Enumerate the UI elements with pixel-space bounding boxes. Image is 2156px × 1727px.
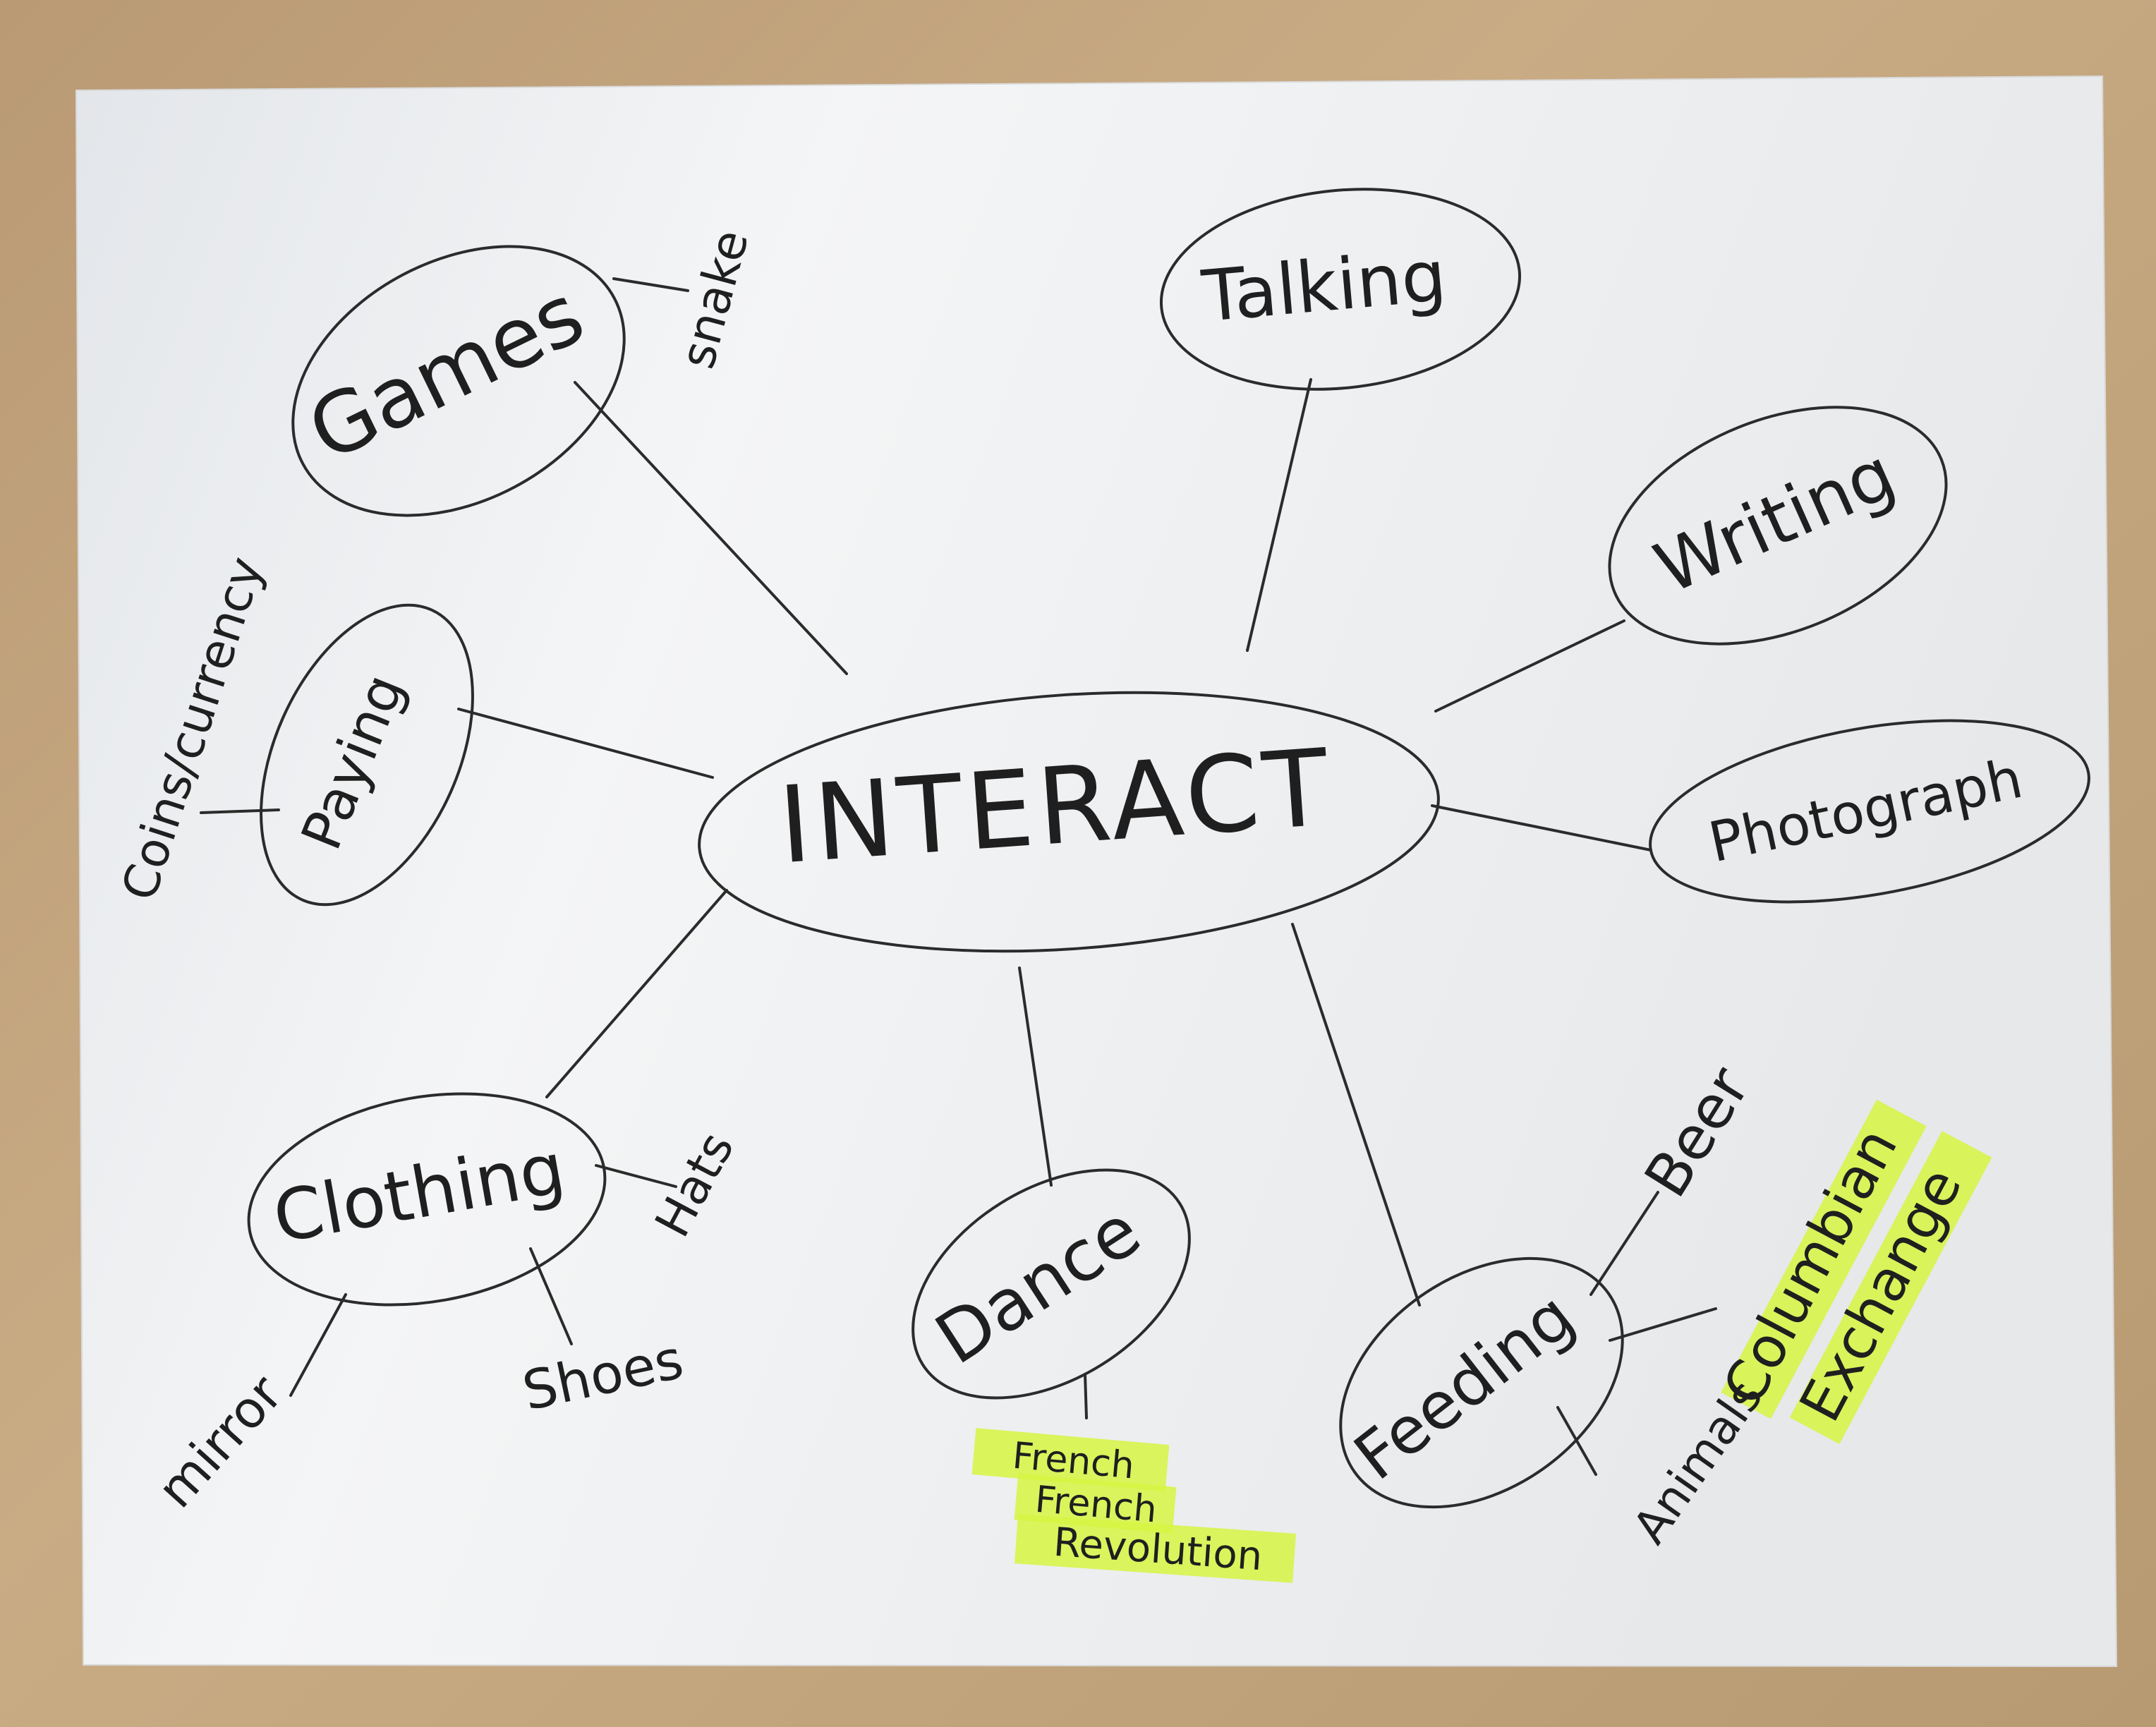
ovals	[247, 188, 2090, 1509]
photograph-oval	[1649, 719, 2090, 904]
talking-oval	[1159, 188, 1522, 391]
feeding-oval	[1339, 1256, 1624, 1509]
dance-oval	[912, 1168, 1191, 1400]
clothing-oval	[247, 1092, 607, 1307]
games-oval	[291, 245, 626, 517]
writing-oval	[1608, 406, 1948, 646]
connectors	[200, 277, 1717, 1476]
highlights	[971, 1099, 1992, 1583]
paying-oval	[260, 603, 474, 907]
center-oval	[698, 691, 1440, 953]
